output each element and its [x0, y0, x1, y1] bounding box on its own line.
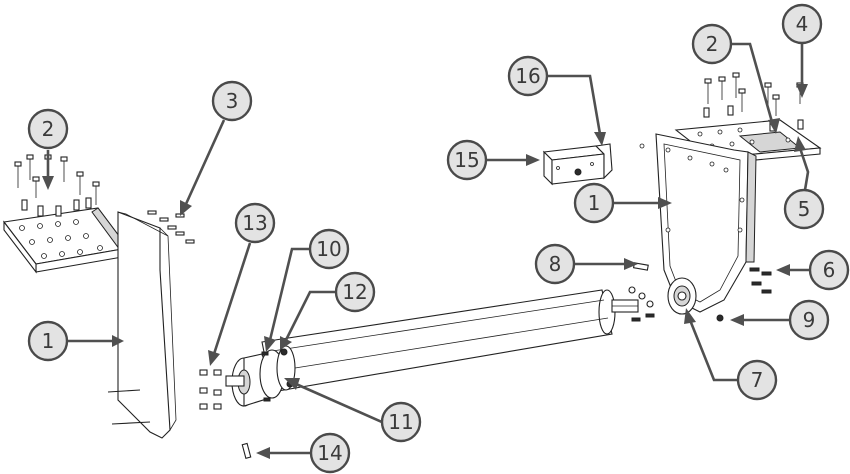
left-end-panel — [107, 211, 177, 439]
callout-1-right: 1 — [573, 182, 615, 224]
callout-15: 15 — [446, 139, 488, 181]
callout-label: 8 — [549, 252, 562, 276]
screw-set-6 — [749, 267, 772, 294]
end-cap-assembly — [225, 345, 296, 407]
callout-5: 5 — [783, 188, 825, 230]
callout-label: 11 — [388, 410, 413, 434]
right-end-panel — [639, 133, 757, 313]
callout-label: 4 — [796, 12, 809, 36]
callout-label: 5 — [798, 197, 811, 221]
callout-2-right: 2 — [691, 23, 733, 65]
callout-label: 12 — [342, 280, 367, 304]
callout-label: 15 — [454, 148, 479, 172]
leader-lines — [42, 42, 820, 459]
callout-label: 2 — [42, 117, 55, 141]
roller-tube — [261, 289, 639, 393]
callout-label: 2 — [706, 32, 719, 56]
callout-label: 16 — [515, 64, 540, 88]
callout-label: 7 — [751, 368, 764, 392]
callout-16: 16 — [507, 55, 549, 97]
callout-13: 13 — [234, 202, 276, 244]
callout-label: 9 — [803, 308, 816, 332]
callout-4: 4 — [781, 3, 823, 45]
small-parts-left — [199, 351, 271, 459]
callout-10: 10 — [308, 228, 350, 270]
left-bolts — [14, 154, 100, 217]
callout-label: 1 — [42, 329, 55, 353]
callout-label: 3 — [226, 89, 239, 113]
callout-9: 9 — [788, 299, 830, 341]
callout-8: 8 — [534, 243, 576, 285]
callout-12: 12 — [334, 271, 376, 313]
left-mounting-bracket — [2, 154, 129, 274]
callout-label: 1 — [588, 191, 601, 215]
callout-label: 14 — [317, 441, 342, 465]
callout-label: 6 — [823, 258, 836, 282]
callout-11: 11 — [380, 401, 422, 443]
washers-near-tube — [628, 286, 655, 322]
callout-6: 6 — [808, 249, 850, 291]
callout-2-left: 2 — [27, 108, 69, 150]
callout-7: 7 — [736, 359, 778, 401]
callout-14: 14 — [309, 432, 351, 474]
callout-label: 13 — [242, 211, 267, 235]
control-box — [542, 143, 613, 186]
bearing-assembly — [628, 262, 772, 322]
callout-label: 10 — [316, 237, 341, 261]
callout-1-left: 1 — [27, 320, 69, 362]
plate-holes — [19, 219, 103, 259]
callout-3: 3 — [211, 80, 253, 122]
